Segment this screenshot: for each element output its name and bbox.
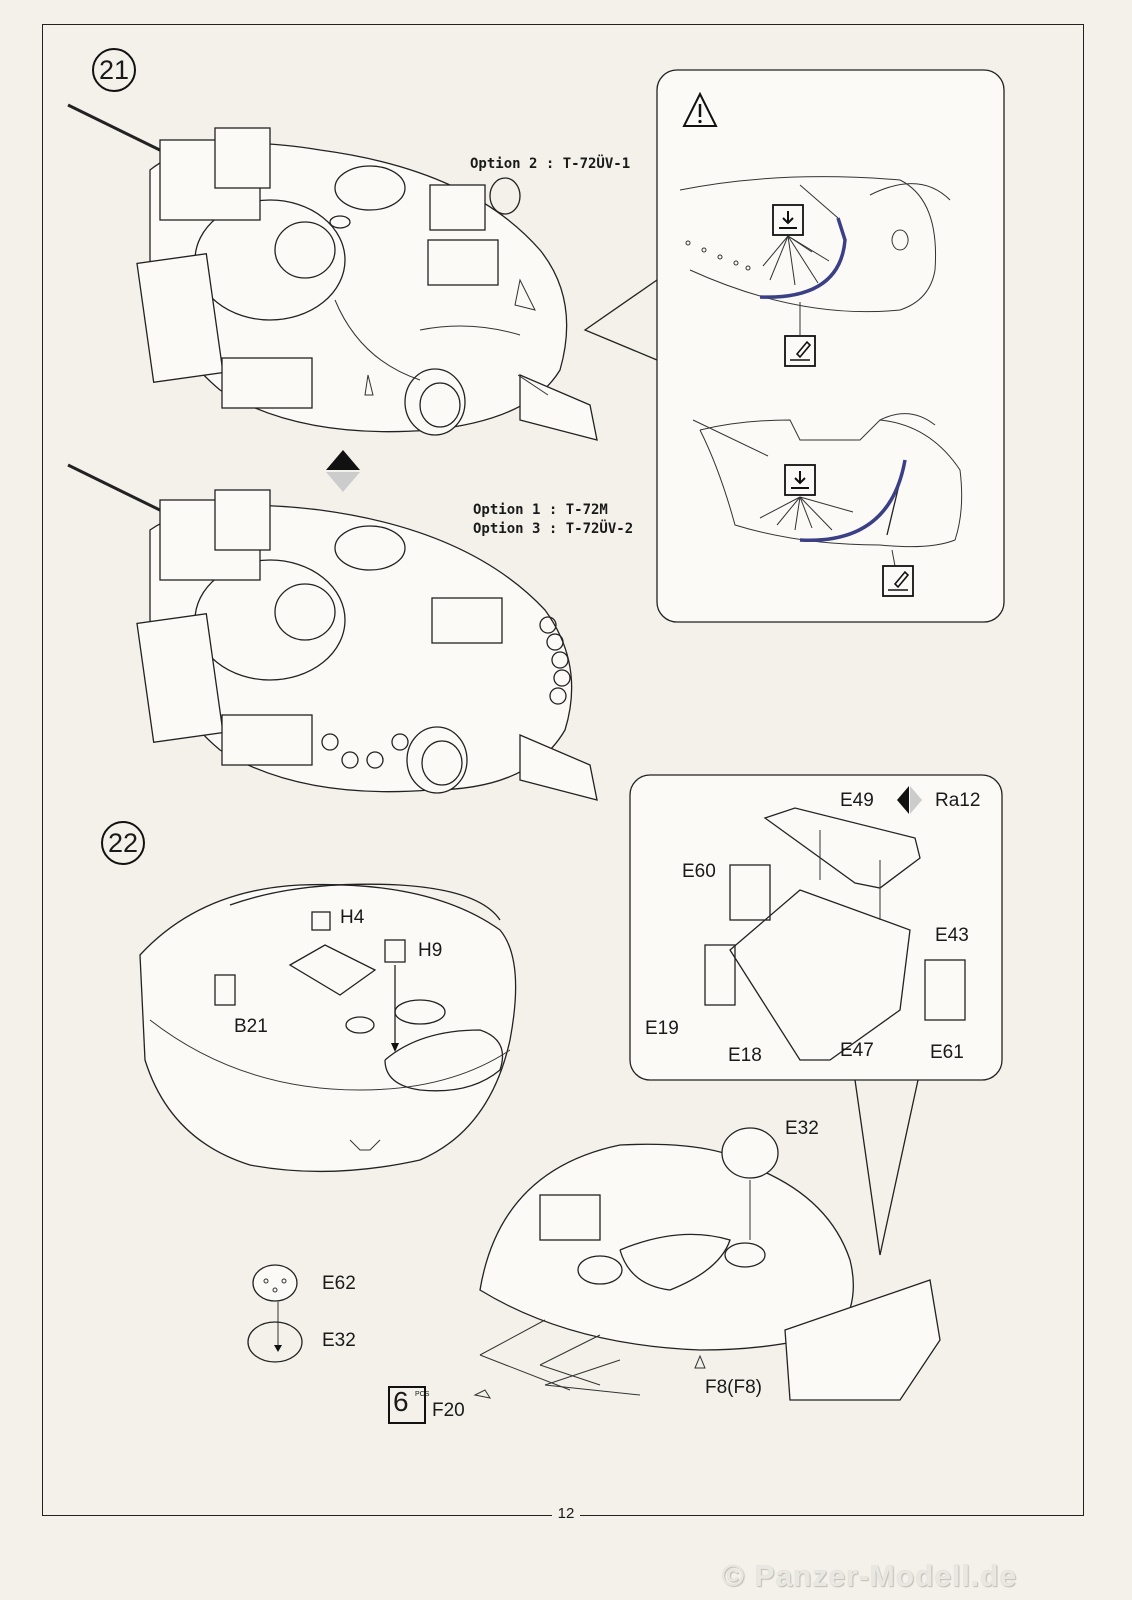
watermark: © Panzer-Modell.de [722, 1560, 1018, 1593]
arrow-up-icon [326, 450, 360, 492]
part-label-e61: E61 [930, 1042, 964, 1063]
part-label-e43: E43 [935, 925, 969, 946]
part-label-b21: B21 [234, 1016, 268, 1037]
pieces-count-badge: 6 PCS [388, 1386, 430, 1424]
turret-option2-drawing [67, 103, 598, 441]
part-label-e49: E49 [840, 790, 874, 811]
hatch-drawing [247, 1264, 303, 1363]
stowage-bin-callout [629, 774, 1003, 1256]
antenna-detail-callout [583, 69, 1005, 623]
arrow-left-icon [897, 786, 909, 814]
pieces-count: 6 [393, 1386, 409, 1417]
paint-icon [784, 335, 816, 367]
turret-bottom-drawing [473, 1127, 941, 1401]
option-3-label: Option 3 : T-72ÜV-2 [473, 521, 634, 537]
arrow-right-icon [910, 786, 922, 814]
warning-icon [682, 91, 718, 127]
part-label-e18: E18 [728, 1045, 762, 1066]
paint-icon [882, 565, 914, 597]
part-label-h9: H9 [418, 940, 443, 961]
part-label-e62: E62 [322, 1273, 356, 1294]
option-2-label: Option 2 : T-72ÜV-1 [470, 156, 631, 172]
step-21-number: 21 [92, 48, 136, 92]
option-1-label: Option 1 : T-72M [473, 502, 608, 518]
turret-interior-drawing [139, 883, 517, 1173]
part-label-ra12: Ra12 [935, 790, 981, 811]
part-label-h4: H4 [340, 907, 365, 928]
glue-icon [772, 204, 804, 236]
turret-option1-3-drawing [67, 463, 598, 801]
pieces-unit: PCS [415, 1391, 430, 1398]
part-label-f8: F8(F8) [705, 1377, 762, 1398]
antenna-cable-upper [759, 217, 847, 299]
part-label-e60: E60 [682, 861, 716, 882]
part-label-e19: E19 [645, 1018, 679, 1039]
part-label-e32-hatch: E32 [322, 1330, 356, 1351]
antenna-cable-lower [799, 459, 907, 542]
page-number: 12 [0, 1505, 1132, 1522]
step-22-number: 22 [101, 821, 145, 865]
part-label-f20: F20 [432, 1400, 465, 1421]
part-label-e32: E32 [785, 1118, 819, 1139]
part-label-e47: E47 [840, 1040, 874, 1061]
